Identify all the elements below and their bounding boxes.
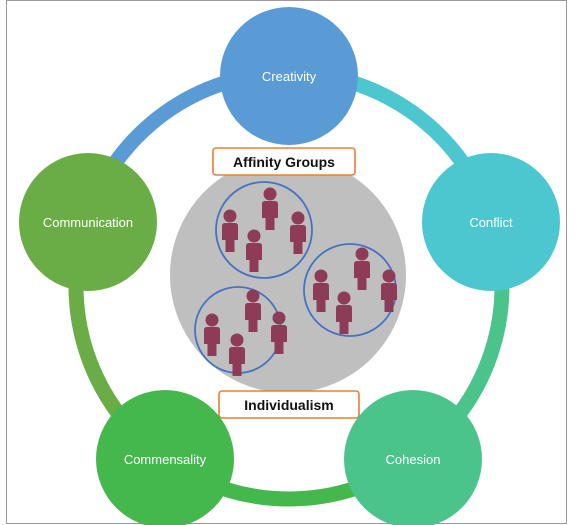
- person-icon: [204, 313, 220, 356]
- diagram-frame: [6, 0, 567, 524]
- individualism-label: Individualism: [244, 397, 333, 413]
- affinity-groups-illustration: [194, 181, 397, 376]
- node-conflict: Conflict: [422, 153, 560, 291]
- affinity-groups-tag: Affinity Groups: [212, 147, 356, 176]
- individualism-tag: Individualism: [218, 390, 360, 419]
- person-icon: [290, 211, 306, 254]
- creativity-label: Creativity: [262, 69, 317, 84]
- person-icon: [245, 289, 261, 332]
- conflict-label: Conflict: [469, 215, 513, 230]
- person-icon: [229, 333, 245, 376]
- person-icon: [336, 291, 352, 334]
- cohesion-label: Cohesion: [386, 452, 441, 467]
- node-creativity: Creativity: [220, 7, 358, 145]
- person-icon: [262, 187, 278, 230]
- person-icon: [354, 247, 370, 290]
- node-commensality: Commensality: [96, 390, 234, 525]
- person-icon: [313, 269, 329, 312]
- node-communication: Communication: [19, 153, 157, 291]
- communication-label: Communication: [43, 215, 133, 230]
- person-icon: [381, 269, 397, 312]
- group-ring: [215, 181, 313, 279]
- commensality-label: Commensality: [124, 452, 207, 467]
- person-icon: [271, 311, 287, 354]
- person-icon: [222, 209, 238, 252]
- person-icon: [246, 229, 262, 272]
- affinity-groups-label: Affinity Groups: [233, 154, 335, 170]
- node-cohesion: Cohesion: [344, 390, 482, 525]
